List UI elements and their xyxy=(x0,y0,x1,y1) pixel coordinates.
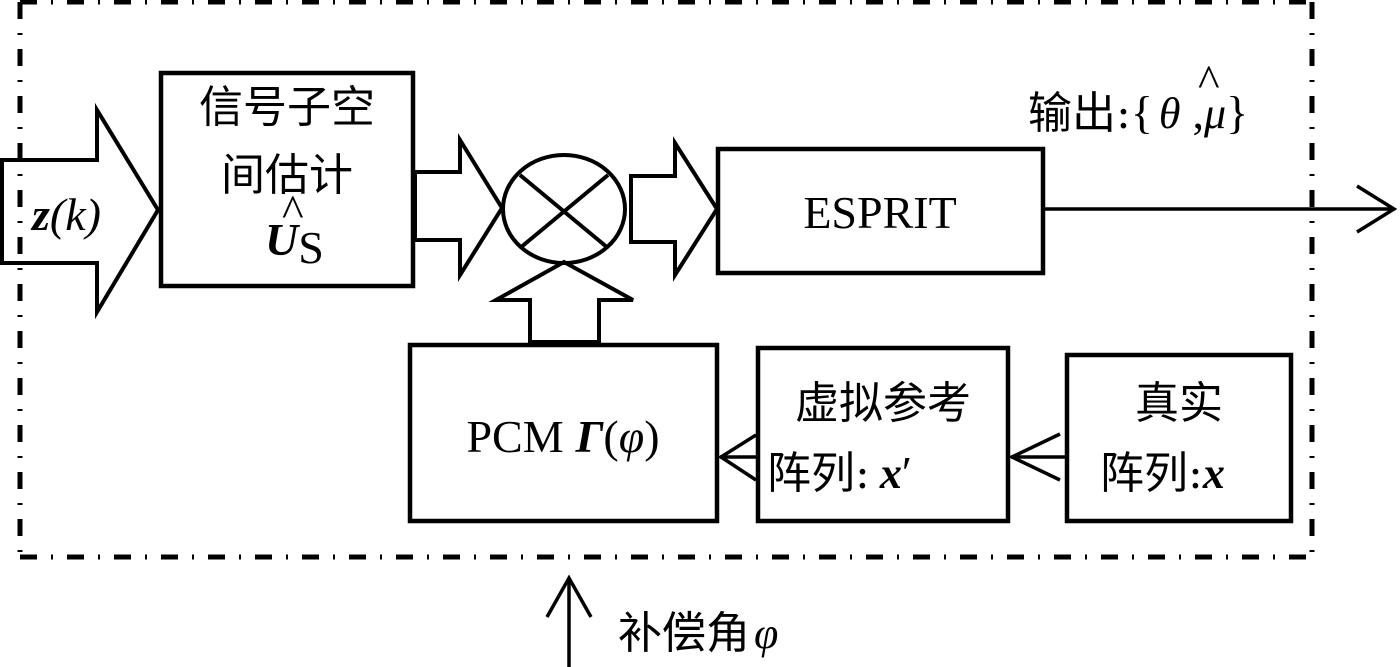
subspace-block-line1: 信号子空 xyxy=(199,82,375,133)
output-label: 输出:{θ,μ} xyxy=(1028,87,1248,139)
arrow-subspace-to-multiplier xyxy=(413,132,505,282)
esprit-label: ESPRIT xyxy=(803,187,956,238)
arrow-real-to-virtual xyxy=(1007,432,1066,482)
esprit-block: ESPRIT xyxy=(715,146,1046,276)
input-arrow: z(k) xyxy=(0,102,161,320)
virtual-array-block: 虚拟参考 阵列:x′ xyxy=(755,345,1011,524)
subspace-hat-accent: ^ xyxy=(282,185,304,236)
input-label: z(k) xyxy=(30,189,101,240)
multiplier-node xyxy=(501,153,627,265)
arrow-virtual-to-pcm xyxy=(717,433,757,482)
arrow-multiplier-to-esprit xyxy=(629,136,720,282)
subspace-estimation-block: 信号子空 间估计 US ^ xyxy=(158,70,416,289)
subspace-block-line2: 间估计 xyxy=(221,150,353,201)
compensation-arrow xyxy=(545,574,593,667)
virtual-block-line2: 阵列:x′ xyxy=(767,447,912,499)
subspace-symbol: US xyxy=(265,214,324,273)
real-array-block: 真实 阵列:x xyxy=(1064,352,1294,524)
real-block-line2: 阵列:x xyxy=(1100,448,1225,499)
virtual-block-line1: 虚拟参考 xyxy=(795,378,971,429)
output-theta-hat: ^ xyxy=(1198,55,1220,106)
arrow-pcm-to-multiplier xyxy=(488,259,634,344)
output-arrow xyxy=(1043,184,1398,234)
real-block-line1: 真实 xyxy=(1135,378,1223,429)
compensation-label: 补偿角φ xyxy=(618,608,778,659)
